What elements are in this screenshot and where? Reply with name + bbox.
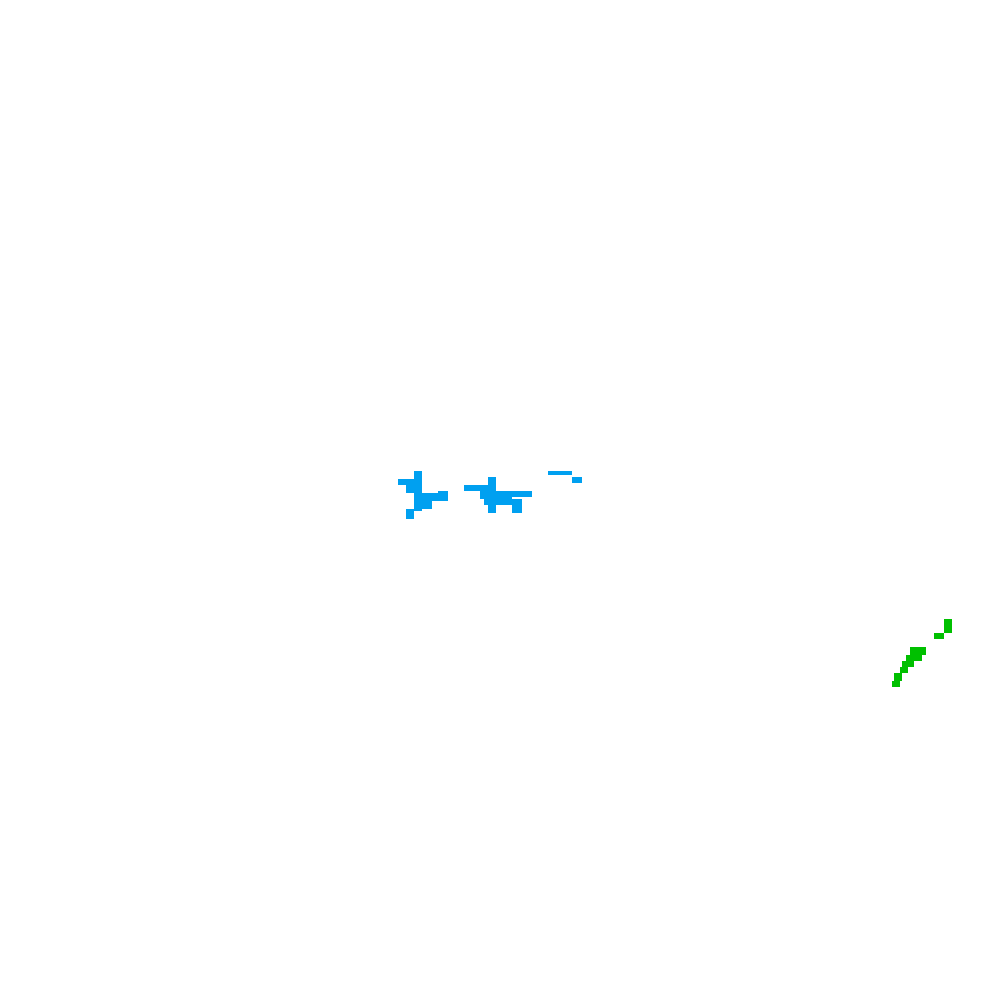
blue-region-pixel-block bbox=[512, 499, 522, 513]
green-region-pixel-block bbox=[892, 681, 900, 687]
green-region-pixel-block bbox=[906, 655, 922, 661]
blue-region-pixel-block bbox=[414, 501, 432, 509]
blue-region-pixel-block bbox=[414, 509, 422, 511]
blue-region-pixel-block bbox=[484, 499, 512, 505]
green-region-pixel-block bbox=[934, 633, 944, 639]
blue-region-pixel-block bbox=[496, 491, 532, 497]
green-region-pixel-block bbox=[902, 661, 914, 667]
blue-region-pixel-block bbox=[488, 505, 496, 513]
green-region bbox=[892, 619, 952, 687]
blue-region-pixel-block bbox=[406, 485, 422, 493]
blue-region bbox=[398, 471, 582, 519]
blue-region-pixel-block bbox=[414, 493, 448, 501]
blue-region-pixel-block bbox=[488, 477, 496, 485]
blue-region-pixel-block bbox=[548, 471, 572, 475]
blue-region-pixel-block bbox=[406, 509, 414, 519]
blue-region-pixel-block bbox=[572, 477, 582, 483]
green-region-pixel-block bbox=[944, 619, 952, 633]
green-region-pixel-block bbox=[900, 667, 908, 673]
green-region-pixel-block bbox=[894, 673, 902, 681]
blue-region-pixel-block bbox=[414, 471, 422, 479]
blue-region-pixel-block bbox=[438, 491, 448, 495]
blue-region-pixel-block bbox=[464, 485, 496, 491]
green-region-pixel-block bbox=[910, 647, 926, 655]
blue-region-pixel-block bbox=[398, 479, 422, 485]
